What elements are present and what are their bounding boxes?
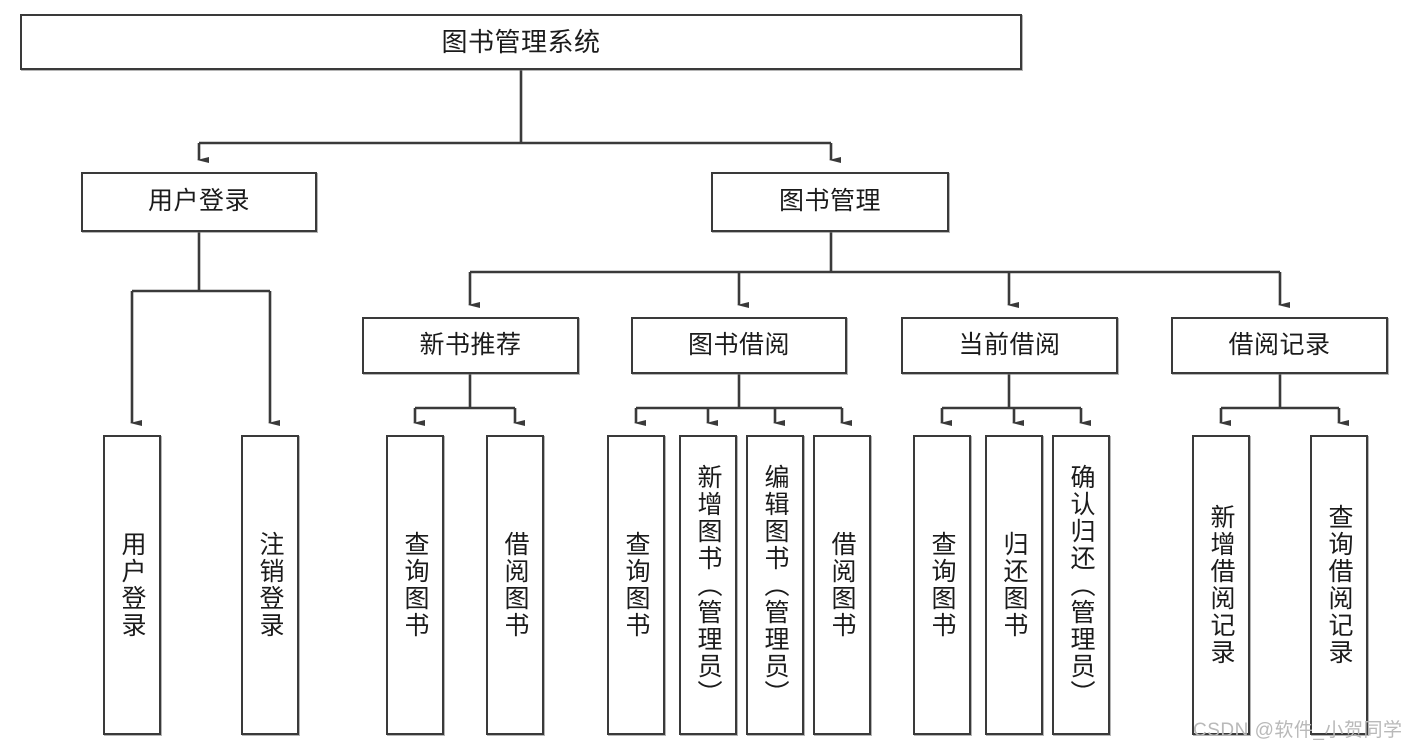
node-label: 归还图书 <box>1000 531 1028 639</box>
node-leaf-bb-query-book[interactable]: 查询图书 <box>607 435 665 735</box>
node-leaf-rec-query-book[interactable]: 查询图书 <box>386 435 444 735</box>
node-leaf-user-logout[interactable]: 注销登录 <box>241 435 299 735</box>
csdn-watermark: CSDN @软件_小贺同学 <box>1193 720 1403 741</box>
node-leaf-cb-query-book[interactable]: 查询图书 <box>913 435 971 735</box>
node-label: 新书推荐 <box>419 330 522 359</box>
node-leaf-rec-borrow-book[interactable]: 借阅图书 <box>486 435 544 735</box>
node-leaf-cb-confirm-return-admin[interactable]: 确认归还（管理员） <box>1052 435 1110 735</box>
node-leaf-br-add-record[interactable]: 新增借阅记录 <box>1192 435 1250 735</box>
node-label: 查询借阅记录 <box>1325 504 1353 666</box>
node-leaf-bb-borrow-book[interactable]: 借阅图书 <box>813 435 871 735</box>
node-leaf-user-login[interactable]: 用户登录 <box>103 435 161 735</box>
node-leaf-cb-return-book[interactable]: 归还图书 <box>985 435 1043 735</box>
node-leaf-bb-edit-book-admin[interactable]: 编辑图书（管理员） <box>746 435 804 735</box>
node-label: 借阅图书 <box>828 531 856 639</box>
node-borrow-records[interactable]: 借阅记录 <box>1171 317 1388 374</box>
node-label: 图书管理系统 <box>441 26 601 57</box>
node-label: 编辑图书（管理员） <box>761 463 789 707</box>
node-label: 注销登录 <box>256 531 284 639</box>
node-label: 图书借阅 <box>687 330 790 359</box>
node-label: 新增借阅记录 <box>1207 504 1235 666</box>
node-label: 确认归还（管理员） <box>1067 463 1095 707</box>
node-label: 查询图书 <box>622 531 650 639</box>
node-label: 用户登录 <box>118 531 146 639</box>
node-leaf-bb-add-book-admin[interactable]: 新增图书（管理员） <box>679 435 737 735</box>
node-root-system[interactable]: 图书管理系统 <box>20 14 1022 70</box>
node-current-borrowing[interactable]: 当前借阅 <box>901 317 1118 374</box>
node-label: 新增图书（管理员） <box>694 463 722 707</box>
node-label: 借阅记录 <box>1228 330 1331 359</box>
node-label: 查询图书 <box>401 531 429 639</box>
node-new-book-recommendation[interactable]: 新书推荐 <box>362 317 579 374</box>
node-label: 用户登录 <box>147 187 250 216</box>
node-label: 借阅图书 <box>501 531 529 639</box>
node-leaf-br-query-record[interactable]: 查询借阅记录 <box>1310 435 1368 735</box>
node-label: 查询图书 <box>928 531 956 639</box>
node-user-login[interactable]: 用户登录 <box>81 172 317 232</box>
node-book-borrowing[interactable]: 图书借阅 <box>631 317 847 374</box>
node-label: 图书管理 <box>778 187 881 216</box>
node-label: 当前借阅 <box>958 330 1061 359</box>
node-book-management[interactable]: 图书管理 <box>711 172 949 232</box>
